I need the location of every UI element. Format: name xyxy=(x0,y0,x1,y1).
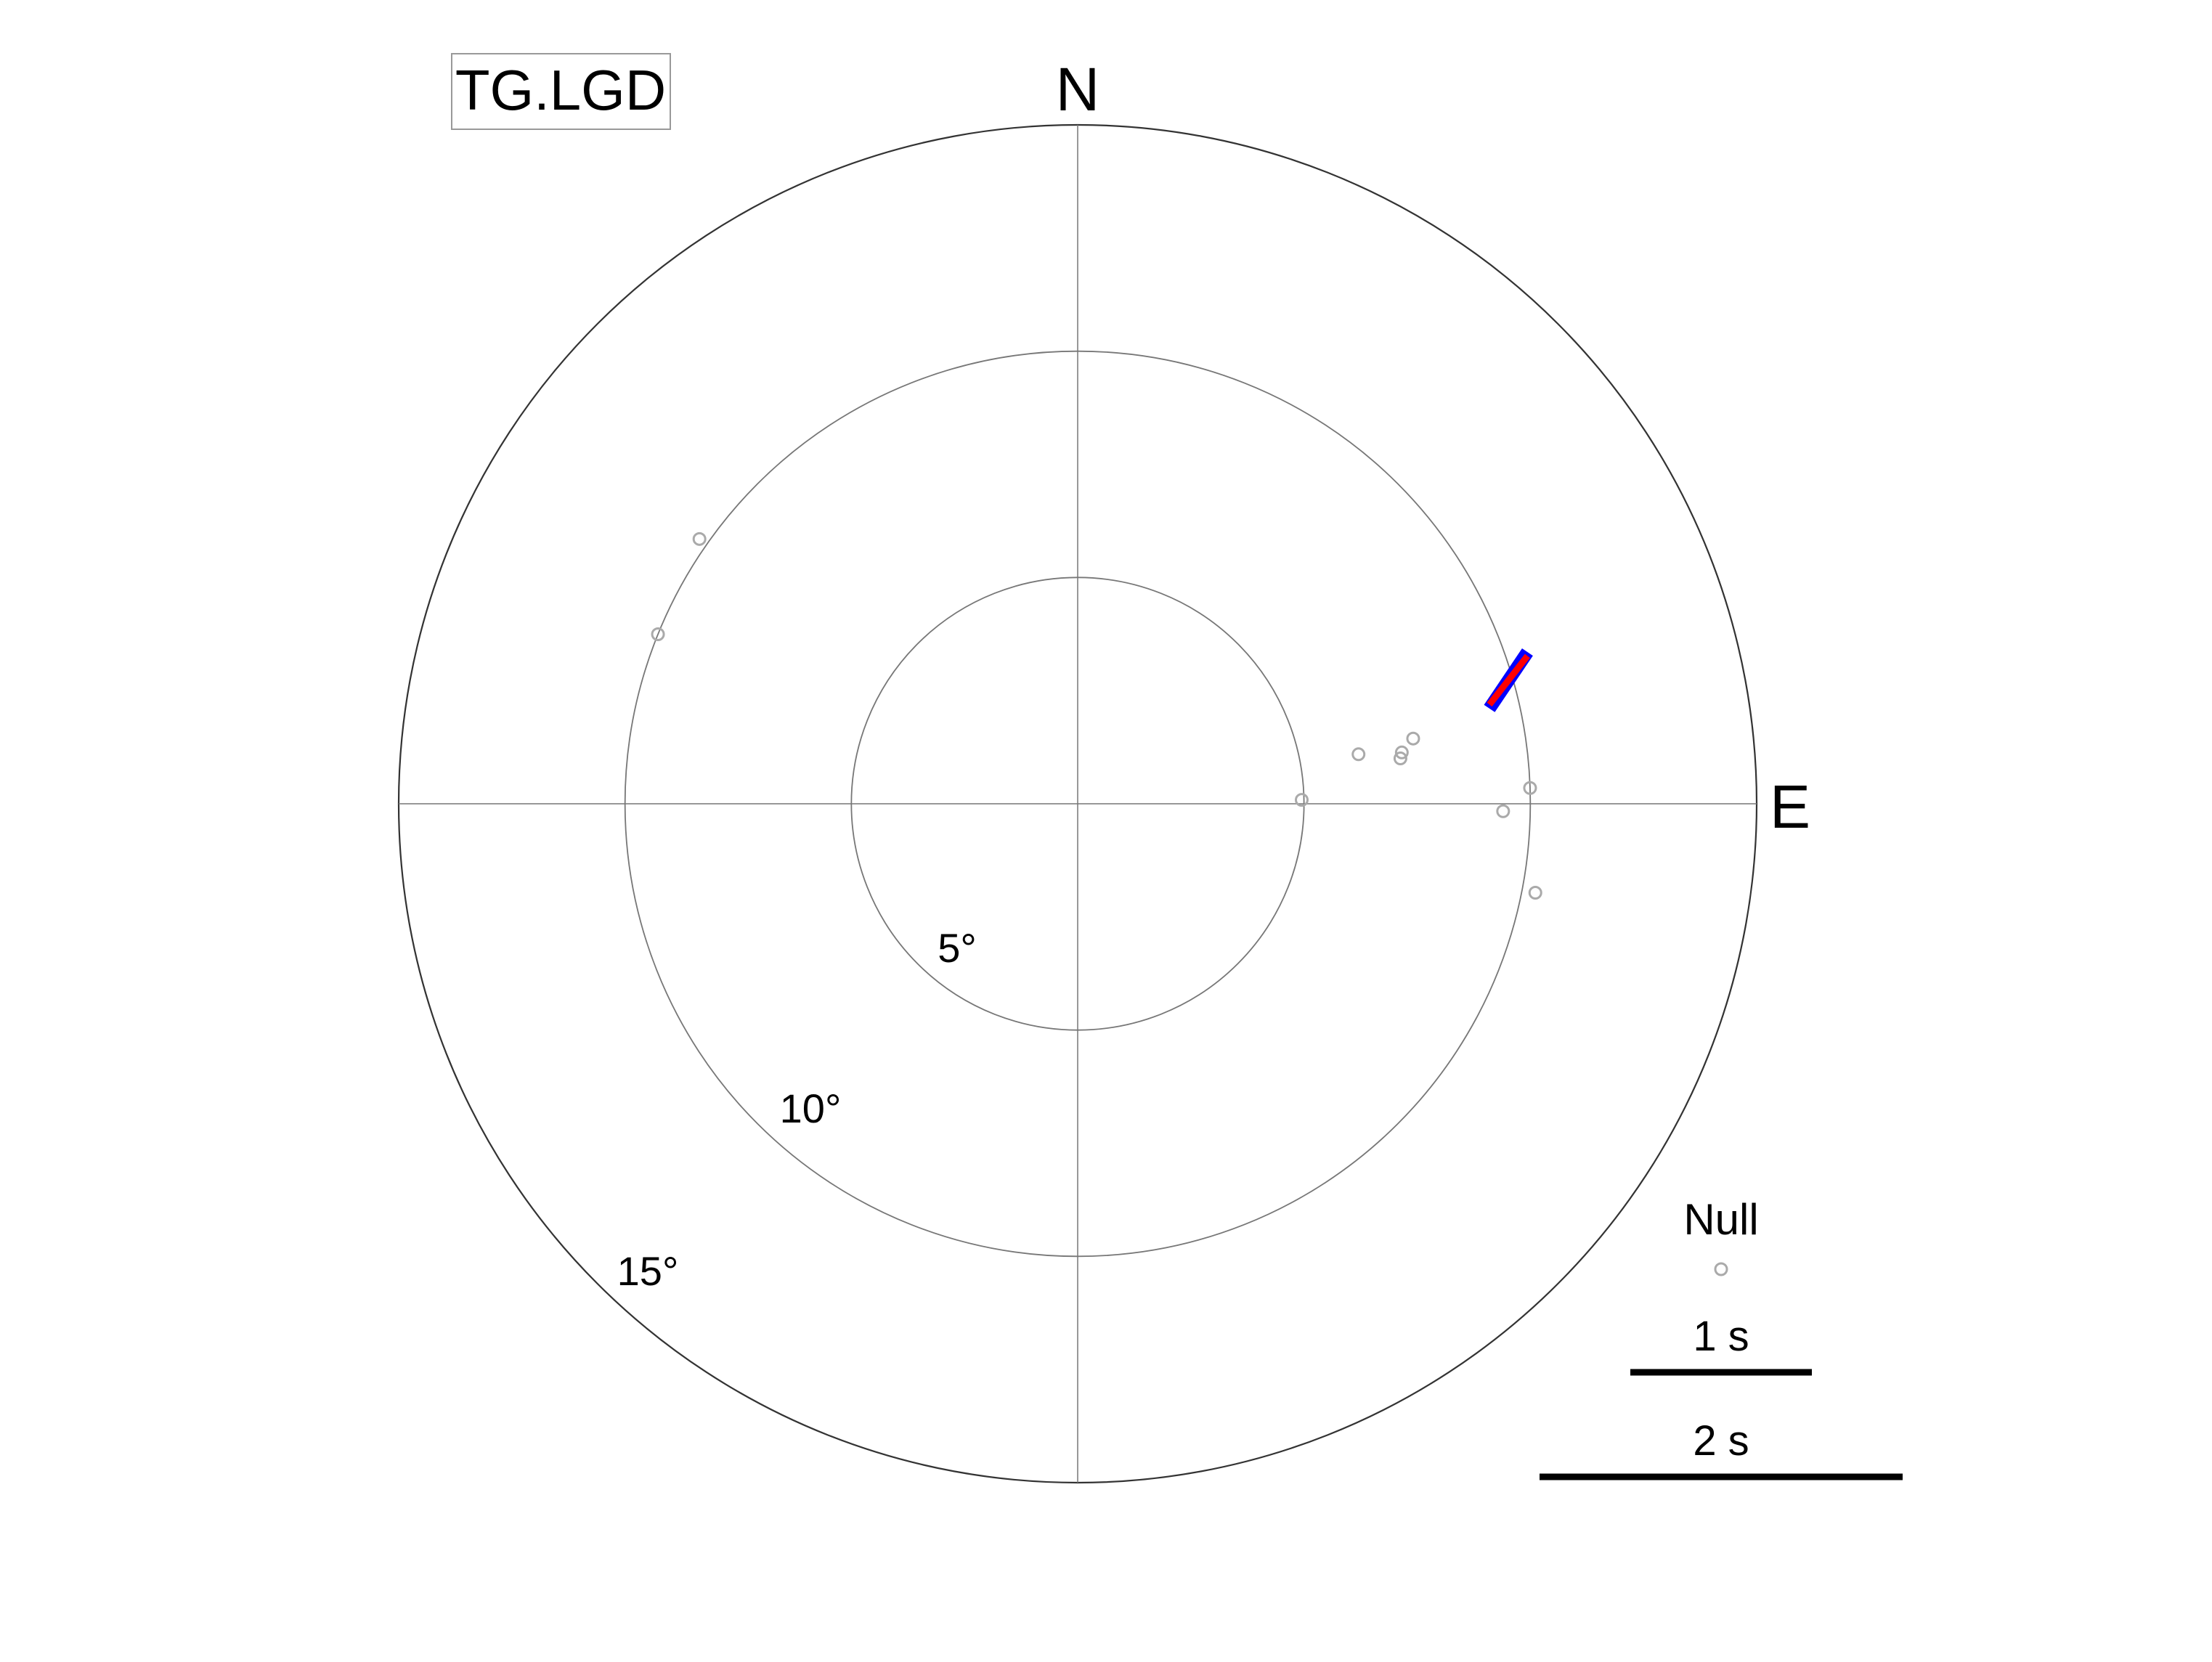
null-point-1 xyxy=(1351,747,1366,762)
null-point-9 xyxy=(692,531,707,546)
null-point-4 xyxy=(1406,731,1420,746)
null-markers xyxy=(651,531,1542,900)
null-point-6 xyxy=(1496,804,1510,818)
null-point-8 xyxy=(651,627,665,641)
null-point-3 xyxy=(1394,745,1409,759)
station-label: TG.LGD xyxy=(455,58,666,122)
legend: Null 1 s 2 s xyxy=(1540,1195,1903,1480)
null-point-5 xyxy=(1523,781,1537,795)
legend-scale-label-1s: 1 s xyxy=(1693,1313,1749,1360)
legend-null-marker xyxy=(1714,1262,1728,1276)
null-point-0 xyxy=(1295,793,1309,807)
splitting-bar-1 xyxy=(1487,653,1530,707)
grid xyxy=(397,123,1758,1484)
ring-label-5: 5° xyxy=(938,925,977,971)
east-label: E xyxy=(1770,773,1810,841)
null-point-7 xyxy=(1528,886,1542,900)
station-label-box xyxy=(451,53,671,130)
null-point-2 xyxy=(1393,751,1407,766)
ring-label-15: 15° xyxy=(617,1248,679,1294)
legend-null-label: Null xyxy=(1683,1195,1758,1244)
north-label: N xyxy=(1056,55,1100,123)
splitting-bars xyxy=(1484,648,1533,712)
ring-label-10: 10° xyxy=(780,1085,842,1131)
legend-scale-label-2s: 2 s xyxy=(1693,1417,1749,1465)
